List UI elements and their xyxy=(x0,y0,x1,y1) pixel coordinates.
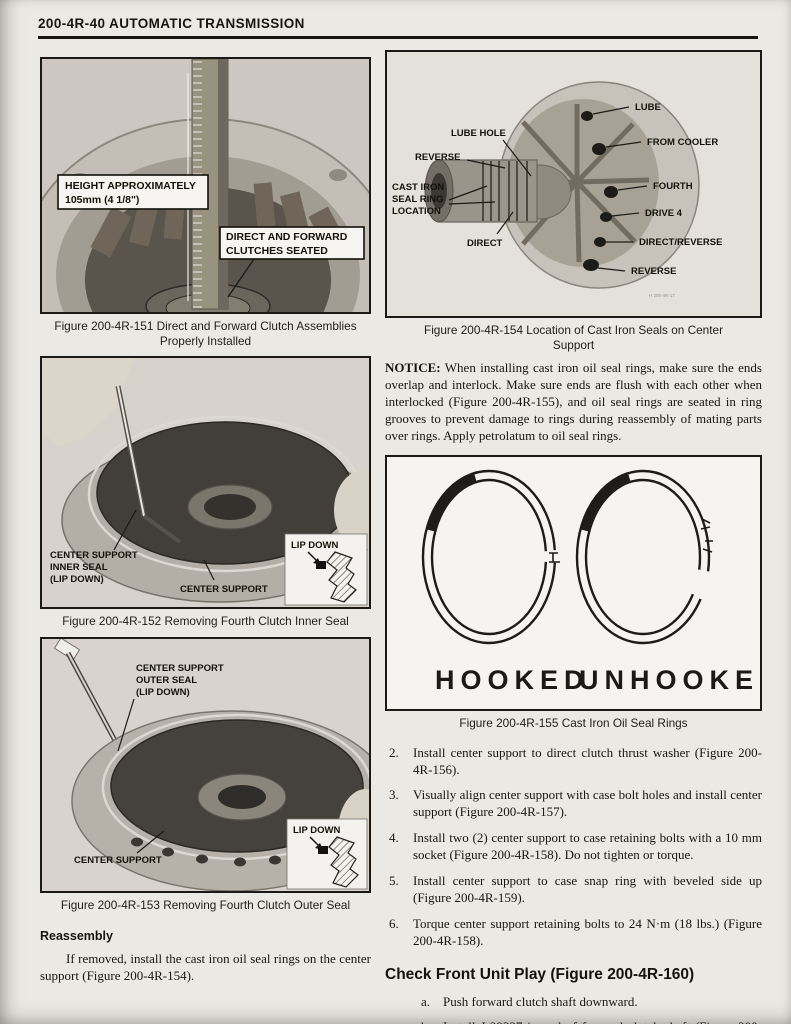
figure-154-photo: LUBE FROM COOLER FOURTH DRIVE 4 DIRECT/R… xyxy=(387,52,760,316)
svg-text:CENTER SUPPORT: CENTER SUPPORT xyxy=(74,855,162,866)
step-text: Torque center support retaining bolts to… xyxy=(413,915,762,948)
svg-text:OUTER SEAL: OUTER SEAL xyxy=(136,675,197,686)
fingertip xyxy=(334,470,369,551)
substep-text: Push forward clutch shaft downward. xyxy=(443,993,638,1009)
figure-151: HEIGHT APPROXIMATELY 105mm (4 1/8") DIRE… xyxy=(40,57,371,314)
step-number: 5. xyxy=(389,873,399,888)
notice-text: When installing cast iron oil seal rings… xyxy=(385,360,762,444)
figure-155-drawing: HOOKED UNHOOKED xyxy=(387,456,760,709)
step-text: Install two (2) center support to case r… xyxy=(413,830,762,863)
step-4: 4. Install two (2) center support to cas… xyxy=(389,830,762,864)
figure-155-caption: Figure 200-4R-155 Cast Iron Oil Seal Rin… xyxy=(459,715,688,730)
label-cast-iron-2: SEAL RING xyxy=(392,194,444,205)
seal-ring-grooves xyxy=(482,161,528,221)
seal-cross-section xyxy=(328,836,359,888)
label-center-support: CENTER SUPPORT xyxy=(74,830,165,866)
figure-153: CENTER SUPPORT OUTER SEAL (LIP DOWN) CEN… xyxy=(40,637,371,894)
page-header: 200-4R-40 AUTOMATIC TRANSMISSION xyxy=(38,16,758,39)
lip-down-inset: LIP DOWN xyxy=(286,818,368,890)
leader-lines xyxy=(448,106,648,272)
svg-text:CENTER SUPPORT: CENTER SUPPORT xyxy=(50,550,138,561)
figure-152-caption: Figure 200-4R-152 Removing Fourth Clutch… xyxy=(62,614,349,629)
notice-label: NOTICE: xyxy=(385,360,441,376)
figure-154: LUBE FROM COOLER FOURTH DRIVE 4 DIRECT/R… xyxy=(385,50,762,318)
unhooked-ring xyxy=(575,469,713,645)
step-6: 6. Torque center support retaining bolts… xyxy=(389,916,762,950)
arrowhead xyxy=(313,558,321,566)
label-direct-reverse: DIRECT/REVERSE xyxy=(639,237,722,248)
svg-text:(LIP DOWN): (LIP DOWN) xyxy=(136,687,190,698)
label-height-line2: 105mm (4 1/8") xyxy=(65,194,139,206)
step-text: Install center support to direct clutch … xyxy=(413,744,762,777)
left-column: HEIGHT APPROXIMATELY 105mm (4 1/8") DIRE… xyxy=(40,57,371,985)
step-3: 3. Visually align center support with ca… xyxy=(389,787,762,821)
hooked-label: HOOKED xyxy=(435,665,590,695)
figure-151-caption: Figure 200-4R-151 Direct and Forward Clu… xyxy=(54,319,357,348)
substep-letter: a. xyxy=(421,993,431,1009)
label-center-support: CENTER SUPPORT xyxy=(180,560,268,595)
seal-cross-section xyxy=(326,551,357,604)
step-text: Install center support to case snap ring… xyxy=(413,873,762,905)
figure-153-caption: Figure 200-4R-153 Removing Fourth Clutch… xyxy=(60,898,351,913)
lip-down-inset: LIP DOWN xyxy=(284,534,368,606)
svg-text:CENTER SUPPORT: CENTER SUPPORT xyxy=(180,584,268,595)
lip-down-label: LIP DOWN xyxy=(291,540,338,551)
step-number: 4. xyxy=(389,830,399,846)
label-reverse-left: REVERSE xyxy=(415,152,460,163)
step-text: Visually align center support with case … xyxy=(413,787,762,820)
figure-154-caption: Figure 200-4R-154 Location of Cast Iron … xyxy=(423,323,724,352)
arrowhead xyxy=(315,843,323,851)
reassembly-paragraph: If removed, install the cast iron oil se… xyxy=(40,950,371,983)
notice-paragraph: NOTICE: When installing cast iron oil se… xyxy=(385,360,762,444)
reassembly-heading: Reassembly xyxy=(40,928,113,943)
hook-joint xyxy=(549,552,560,563)
label-outer-seal: CENTER SUPPORT OUTER SEAL (LIP DOWN) xyxy=(117,663,224,752)
hand xyxy=(42,358,134,447)
label-reverse-right: REVERSE xyxy=(631,266,676,277)
label-cast-iron-3: LOCATION xyxy=(392,206,441,217)
step-number: 6. xyxy=(389,915,399,931)
seal-pick-tool xyxy=(115,385,182,545)
figure-152: CENTER SUPPORT INNER SEAL (LIP DOWN) CEN… xyxy=(40,356,371,610)
svg-text:CENTER SUPPORT: CENTER SUPPORT xyxy=(136,663,224,674)
substep-b: b. Install J-29337 in end of forward clu… xyxy=(421,1019,762,1024)
oil-holes xyxy=(581,111,618,271)
right-column: LUBE FROM COOLER FOURTH DRIVE 4 DIRECT/R… xyxy=(385,50,762,1024)
label-seated-line2: CLUTCHES SEATED xyxy=(226,245,328,257)
label-direct: DIRECT xyxy=(467,238,503,249)
label-clutches-seated: DIRECT AND FORWARD CLUTCHES SEATED xyxy=(219,226,365,298)
label-lube: LUBE xyxy=(635,102,661,113)
label-fourth: FOURTH xyxy=(653,181,693,192)
step-2: 2. Install center support to direct clut… xyxy=(389,745,762,779)
figure-watermark: H 200-4R-17 xyxy=(649,293,675,298)
substep-letter: b. xyxy=(421,1019,443,1024)
label-height: HEIGHT APPROXIMATELY 105mm (4 1/8") xyxy=(57,174,209,210)
lip-down-label: LIP DOWN xyxy=(293,825,340,836)
figure-153-photo: CENTER SUPPORT OUTER SEAL (LIP DOWN) CEN… xyxy=(42,639,369,892)
svg-text:(LIP DOWN): (LIP DOWN) xyxy=(50,574,104,585)
hooked-ring xyxy=(421,469,560,645)
step-5: 5. Install center support to case snap r… xyxy=(389,873,762,907)
label-height-line1: HEIGHT APPROXIMATELY xyxy=(65,180,196,192)
figure-152-photo: CENTER SUPPORT INNER SEAL (LIP DOWN) CEN… xyxy=(42,358,369,608)
check-front-unit-play-heading: Check Front Unit Play (Figure 200-4R-160… xyxy=(385,965,695,983)
substep-text: Install J-29337 in end of forward clutch… xyxy=(443,1019,762,1024)
label-seated-line1: DIRECT AND FORWARD xyxy=(226,231,348,243)
label-from-cooler: FROM COOLER xyxy=(647,137,718,148)
substep-a: a. Push forward clutch shaft downward. xyxy=(421,994,762,1011)
support-shaft xyxy=(424,159,538,223)
label-lube-hole: LUBE HOLE xyxy=(451,128,506,139)
figure-155: HOOKED UNHOOKED xyxy=(385,454,762,711)
label-drive-4: DRIVE 4 xyxy=(645,208,683,219)
step-number: 3. xyxy=(389,787,399,803)
unhooked-label: UNHOOKED xyxy=(579,665,760,695)
svg-text:INNER SEAL: INNER SEAL xyxy=(50,562,108,573)
step-number: 2. xyxy=(389,744,399,760)
figure-151-photo: HEIGHT APPROXIMATELY 105mm (4 1/8") DIRE… xyxy=(42,59,369,312)
open-ends xyxy=(700,518,713,553)
label-inner-seal: CENTER SUPPORT INNER SEAL (LIP DOWN) xyxy=(50,510,138,585)
label-cast-iron-1: CAST IRON xyxy=(392,182,444,193)
